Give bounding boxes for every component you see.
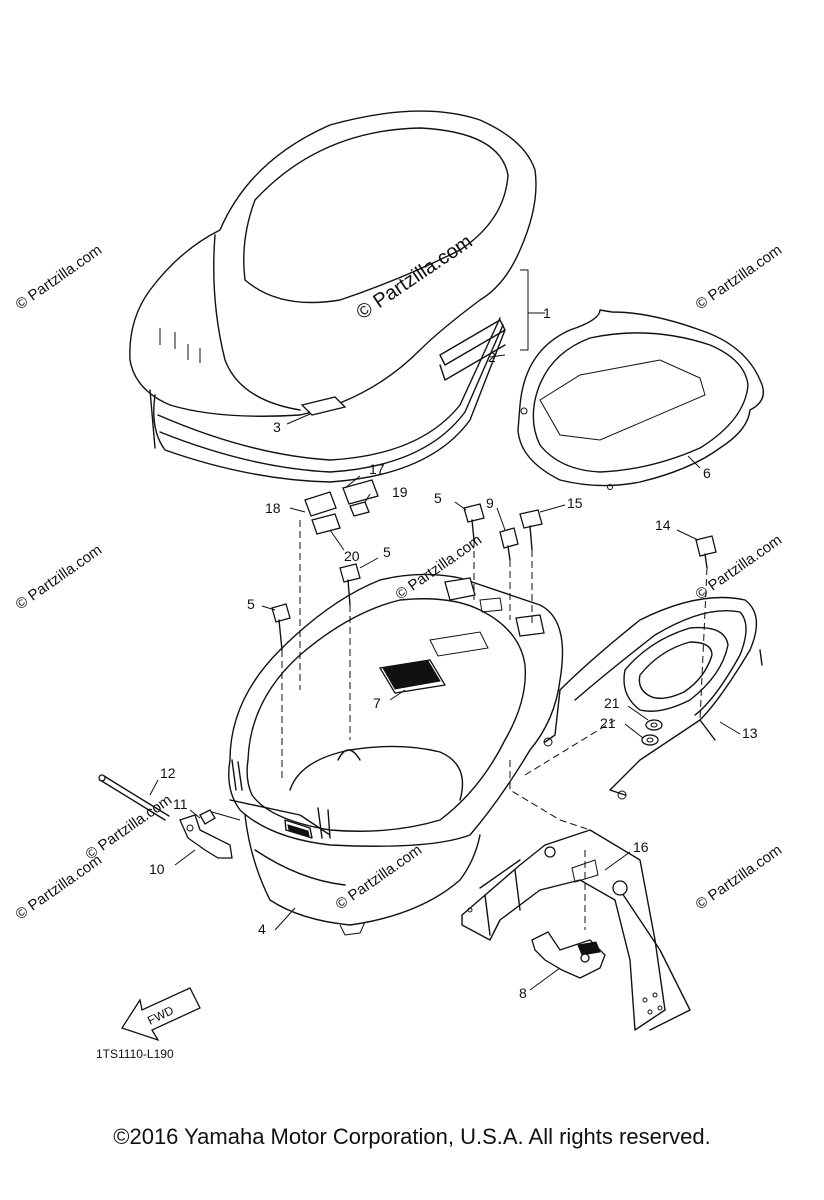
seat-plate — [517, 309, 764, 490]
watermark: © Partzilla.com — [83, 791, 176, 863]
leader-lines — [149, 269, 741, 991]
callout-21: 21 — [600, 715, 616, 731]
watermark: © Partzilla.com — [693, 241, 786, 313]
callout-17: 17 — [369, 461, 385, 477]
fwd-arrow: FWD — [121, 987, 201, 1042]
callout-11: 11 — [173, 796, 188, 812]
callout-16: 16 — [633, 839, 649, 855]
assembly-lines — [281, 520, 708, 930]
callout-2: 2 — [488, 349, 496, 365]
callout-10: 10 — [149, 861, 165, 877]
watermark: © Partzilla.com — [333, 841, 426, 913]
watermark-group: © Partzilla.com © Partzilla.com © Partzi… — [13, 241, 786, 923]
bracket — [461, 829, 691, 1031]
callout-3: 3 — [273, 419, 281, 435]
callout-13: 13 — [742, 725, 758, 741]
callout-19: 19 — [392, 484, 408, 500]
callout-9: 9 — [486, 495, 494, 511]
fasteners — [271, 479, 717, 746]
callout-1: 1 — [543, 305, 551, 321]
rear-carrier — [543, 596, 763, 800]
callout-4: 4 — [258, 921, 266, 937]
diagram-code: 1TS1110-L190 — [96, 1047, 174, 1061]
callout-20: 20 — [344, 548, 360, 564]
watermark: © Partzilla.com — [13, 541, 106, 613]
callout-5: 5 — [383, 544, 391, 560]
watermark: © Partzilla.com — [13, 241, 106, 313]
seat — [129, 110, 537, 483]
copyright-text: ©2016 Yamaha Motor Corporation, U.S.A. A… — [113, 1124, 711, 1149]
seat-lock — [531, 931, 606, 979]
watermark-main: © Partzilla.com — [352, 231, 476, 325]
callout-5: 5 — [247, 596, 255, 612]
callout-14: 14 — [655, 517, 671, 533]
storage-tub — [228, 573, 564, 936]
callout-8: 8 — [519, 985, 527, 1001]
callout-7: 7 — [373, 695, 381, 711]
watermark: © Partzilla.com — [693, 841, 786, 913]
front-hinge-parts — [98, 774, 241, 859]
callout-15: 15 — [567, 495, 583, 511]
callout-5: 5 — [434, 490, 442, 506]
callout-21: 21 — [604, 695, 620, 711]
callouts: 1 2 3 4 5 5 5 6 7 8 9 10 11 12 13 14 15 … — [149, 305, 758, 1001]
callout-18: 18 — [265, 500, 281, 516]
callout-6: 6 — [703, 465, 711, 481]
callout-12: 12 — [160, 765, 176, 781]
